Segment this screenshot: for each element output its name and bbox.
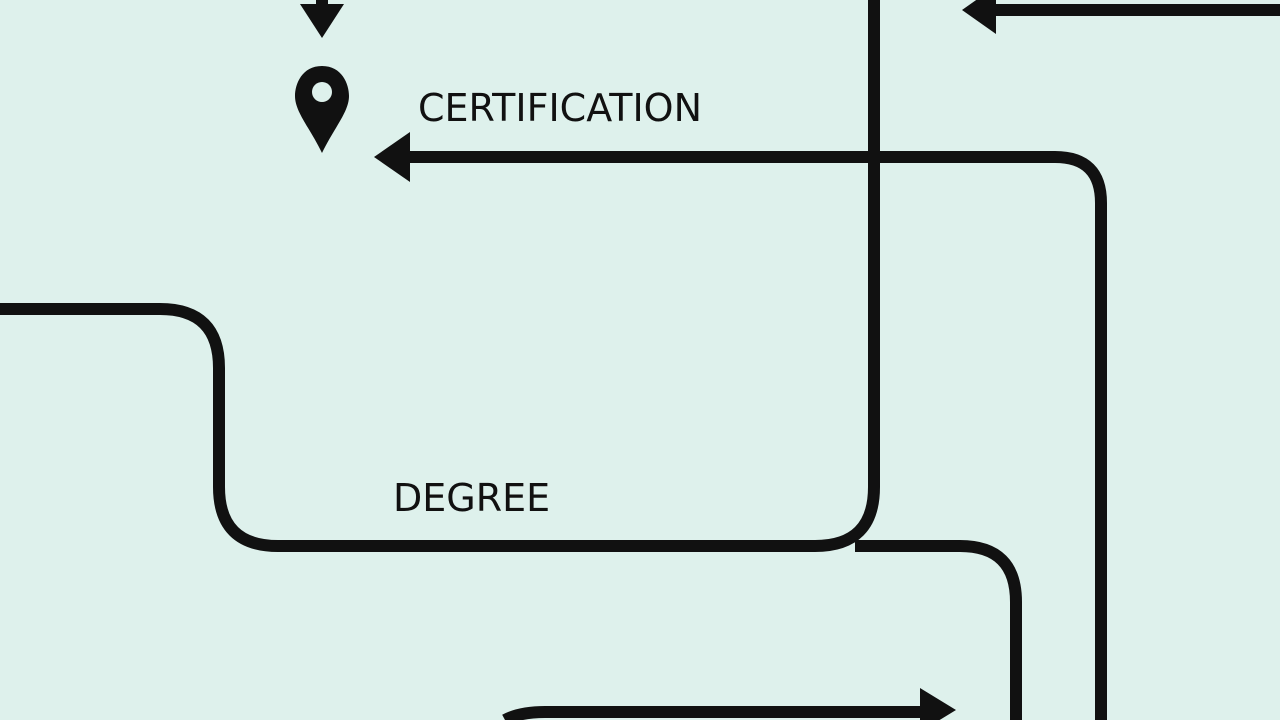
certification-label: CERTIFICATION [418, 86, 702, 130]
right-arrow-icon [920, 688, 956, 720]
left-arrow-icon [962, 0, 996, 34]
certification-arrow-icon [374, 132, 410, 182]
bottom-path [502, 706, 930, 720]
lower-right-path [855, 540, 1022, 720]
degree-label: DEGREE [393, 476, 551, 520]
map-pin-icon [295, 66, 349, 153]
certification-path [404, 151, 1107, 720]
down-arrow-icon [300, 4, 344, 38]
degree-path [0, 0, 880, 552]
